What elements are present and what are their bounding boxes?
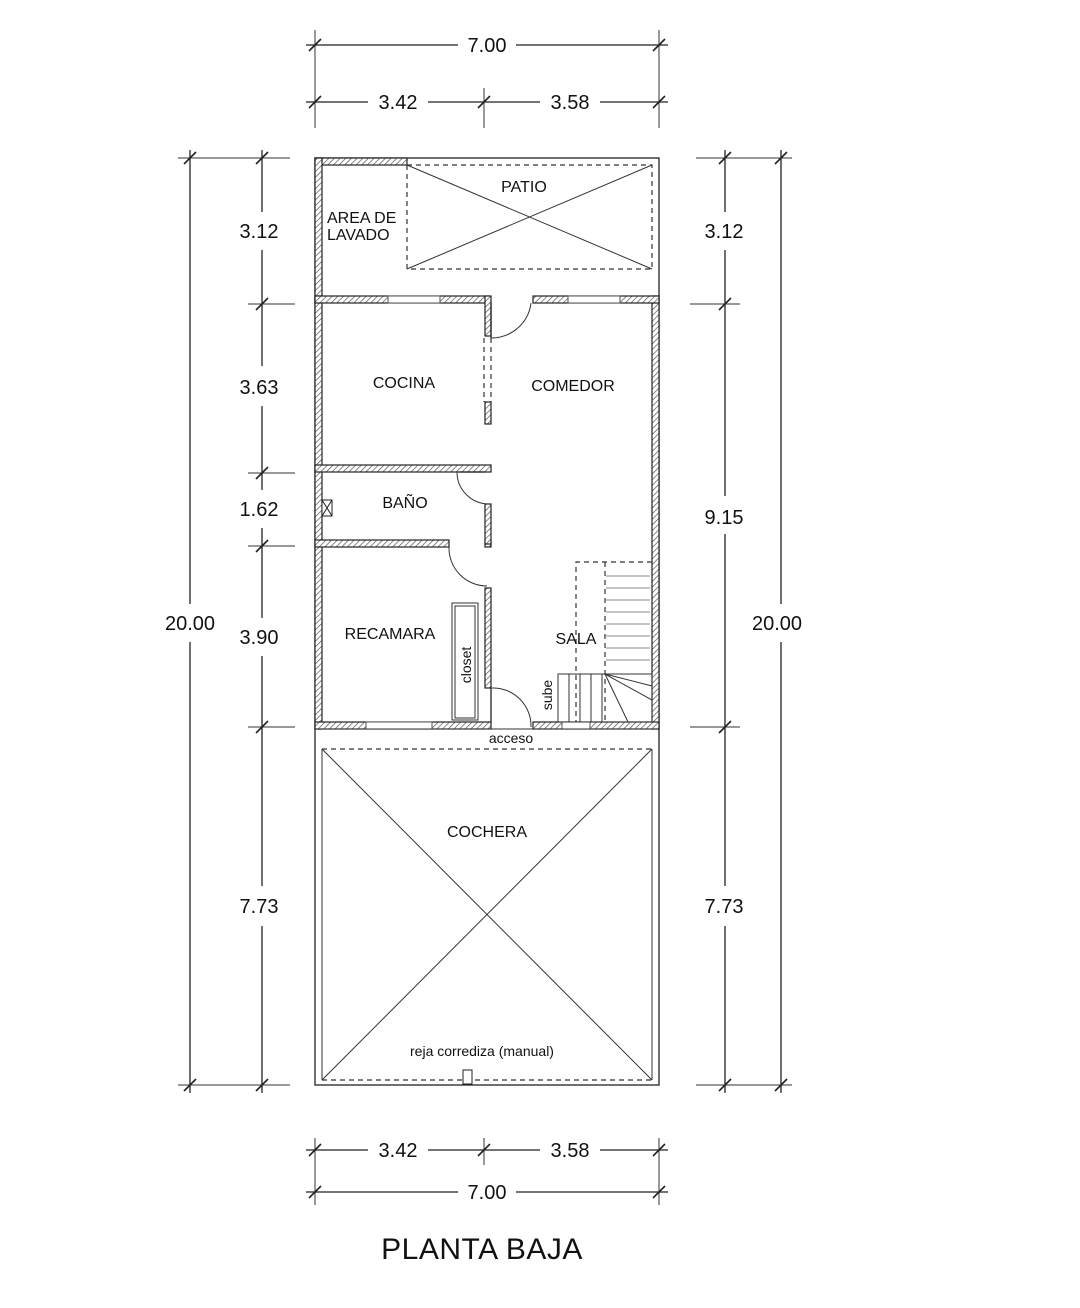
dim-right-seg: 3.12 (705, 221, 744, 243)
dim-top-left: 3.42 (379, 92, 418, 114)
dim-left-seg: 1.62 (240, 499, 279, 521)
dim-left-total: 20.00 (165, 613, 215, 635)
plan-title: PLANTA BAJA (381, 1233, 583, 1266)
dim-left-seg: 3.63 (240, 377, 279, 399)
label-bano: BAÑO (382, 492, 427, 512)
dim-right-total: 20.00 (752, 613, 802, 635)
right-dimension-lines (690, 150, 792, 1093)
dim-bottom-total: 7.00 (468, 1182, 507, 1204)
shower-icon (321, 499, 333, 517)
label-cochera: COCHERA (447, 824, 527, 841)
dim-left-seg: 3.90 (240, 627, 279, 649)
dim-bottom-left: 3.42 (379, 1140, 418, 1162)
label-comedor: COMEDOR (531, 378, 615, 395)
windows (365, 295, 621, 730)
label-area-lavado: LAVADO (327, 227, 390, 244)
bottom-dimension-lines (306, 1138, 668, 1205)
doors (448, 302, 532, 728)
dim-top-right: 3.58 (551, 92, 590, 114)
label-acceso: acceso (489, 730, 534, 746)
closet-outline (451, 602, 479, 721)
dim-bottom-right: 3.58 (551, 1140, 590, 1162)
label-area-lavado: AREA DE (327, 210, 396, 227)
dim-right-seg: 7.73 (705, 896, 744, 918)
top-dimension-lines (306, 30, 668, 128)
dim-right-seg: 9.15 (705, 507, 744, 529)
cochera-area (315, 728, 659, 1085)
dim-top-total: 7.00 (468, 35, 507, 57)
label-patio: PATIO (501, 179, 547, 196)
label-reja-corrediza: reja corrediza (manual) (410, 1043, 554, 1059)
label-sala: SALA (556, 631, 597, 648)
stairs (557, 561, 653, 723)
dim-left-seg: 3.12 (240, 221, 279, 243)
label-cocina: COCINA (373, 375, 436, 392)
label-closet: closet (458, 647, 474, 684)
patio-area (406, 164, 653, 270)
label-sube: sube (539, 680, 555, 711)
label-recamara: RECAMARA (345, 626, 436, 643)
left-dimension-lines (178, 150, 295, 1093)
dim-left-seg: 7.73 (240, 896, 279, 918)
